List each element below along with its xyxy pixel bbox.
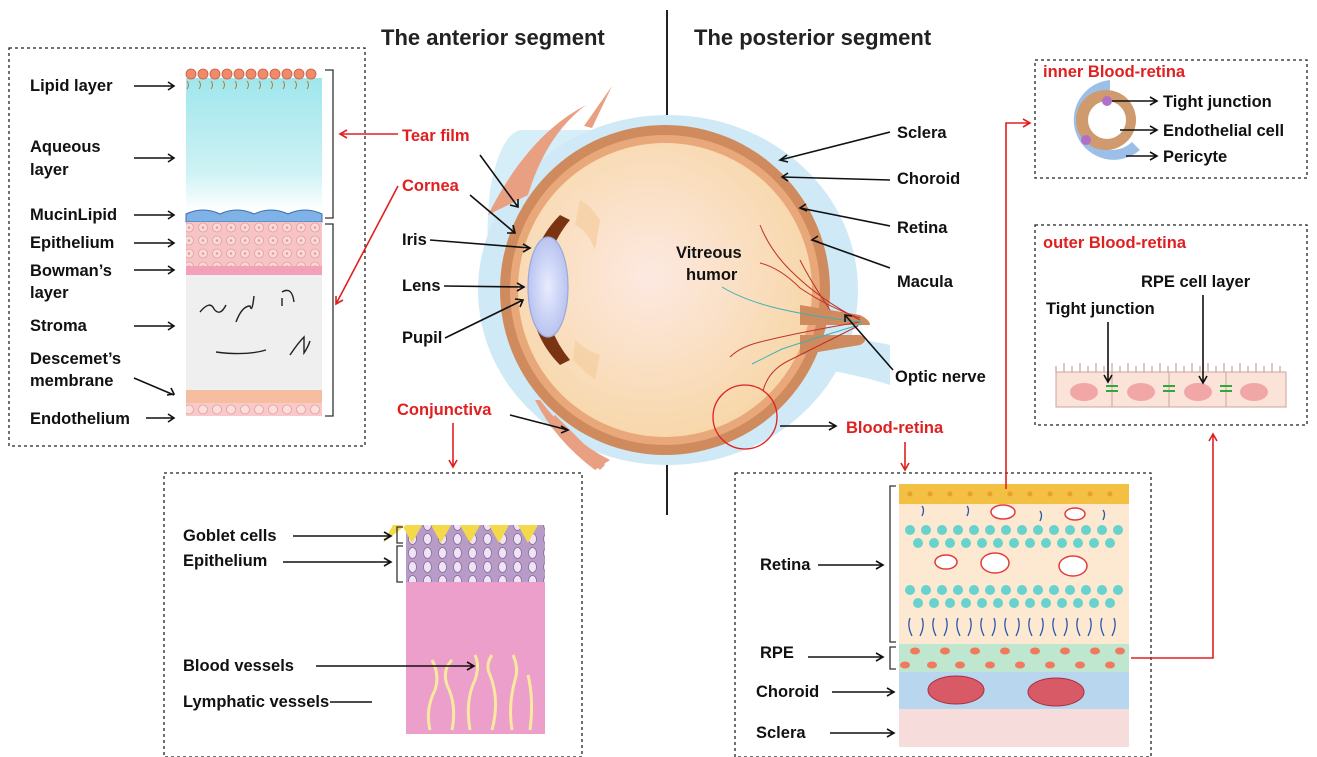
- epithelium-label: Epithelium: [30, 234, 114, 252]
- descemet-label-2: membrane: [30, 372, 113, 390]
- mucin-label: MucinLipid: [30, 206, 117, 224]
- retina-label: Retina: [897, 219, 948, 237]
- inner-brb-vessel: [1074, 80, 1140, 160]
- retina-layer-label: Retina: [760, 556, 811, 574]
- blood-vessels-label: Blood vessels: [183, 657, 294, 675]
- tear-film-label: Tear film: [402, 127, 470, 145]
- outer-tight-junction-label: Tight junction: [1046, 300, 1155, 318]
- macula-label: Macula: [897, 273, 954, 291]
- bowman-label-2: layer: [30, 284, 69, 302]
- retina-tissue-layers: [890, 484, 1129, 747]
- sclera-layer-label: Sclera: [756, 724, 806, 742]
- endothelial-cell-label: Endothelial cell: [1163, 122, 1284, 140]
- outer-brb-title: outer Blood-retina: [1043, 234, 1187, 252]
- tear-film-cornea-column: [186, 69, 333, 416]
- lymphatic-vessels-label: Lymphatic vessels: [183, 693, 329, 711]
- conjunctiva-label: Conjunctiva: [397, 401, 492, 419]
- iris-label: Iris: [402, 231, 427, 249]
- anterior-segment-heading: The anterior segment: [381, 25, 605, 50]
- pericyte-label: Pericyte: [1163, 148, 1227, 166]
- rpe-cell-layer-label: RPE cell layer: [1141, 273, 1251, 291]
- goblet-cells-label: Goblet cells: [183, 527, 277, 545]
- sclera-label: Sclera: [897, 124, 947, 142]
- optic-nerve-label: Optic nerve: [895, 368, 986, 386]
- descemet-label-1: Descemet’s: [30, 350, 121, 368]
- blood-retina-label: Blood-retina: [846, 419, 944, 437]
- posterior-segment-heading: The posterior segment: [694, 25, 932, 50]
- choroid-layer-label: Choroid: [756, 683, 819, 701]
- conjunctiva-epithelium-label: Epithelium: [183, 552, 267, 570]
- cornea-panel-arrows: [134, 82, 174, 422]
- pupil-label: Pupil: [402, 329, 442, 347]
- stroma-label: Stroma: [30, 317, 88, 335]
- lipid-beads: [186, 69, 316, 79]
- vitreous-label-2: humor: [686, 266, 738, 284]
- bowman-label-1: Bowman’s: [30, 262, 112, 280]
- rpe-layer-label: RPE: [760, 644, 794, 662]
- cornea-label: Cornea: [402, 177, 460, 195]
- rpe-cell-layer: [1056, 363, 1286, 407]
- vitreous-label-1: Vitreous: [676, 244, 742, 262]
- inner-brb-title: inner Blood-retina: [1043, 63, 1186, 81]
- choroid-label: Choroid: [897, 170, 960, 188]
- inner-tight-junction-label: Tight junction: [1163, 93, 1272, 111]
- endothelium-label: Endothelium: [30, 410, 130, 428]
- aqueous-label-2: layer: [30, 161, 69, 179]
- blood-retina-panel-arrows: [808, 561, 894, 737]
- lipid-layer-label: Lipid layer: [30, 77, 113, 95]
- eye-illustration: [478, 86, 890, 470]
- aqueous-label-1: Aqueous: [30, 138, 101, 156]
- lens-label: Lens: [402, 277, 441, 295]
- conjunctiva-tissue: [383, 525, 545, 734]
